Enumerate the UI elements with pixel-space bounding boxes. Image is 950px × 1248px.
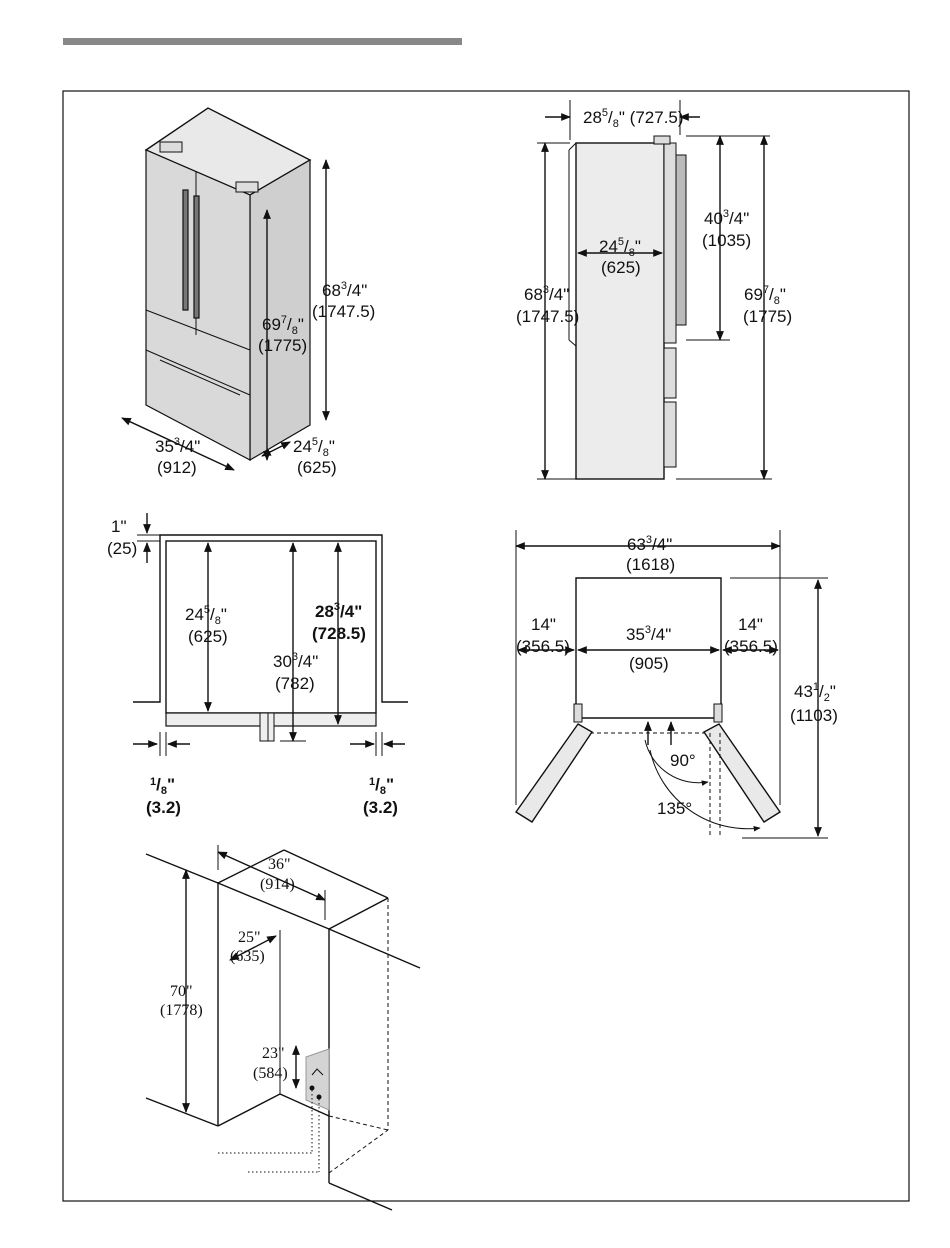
swing-overall-width-label: 633/4" <box>627 534 672 554</box>
right-door-handle <box>193 195 200 319</box>
install-depth-metric: (635) <box>230 948 265 965</box>
top-side-gap-right-label: 1/8" <box>369 775 394 797</box>
install-depth-label: 25" <box>238 929 261 946</box>
swing-right-clearance-metric: (356.5) <box>724 637 778 656</box>
side-cabinet-depth-label: 245/8" <box>599 236 641 259</box>
door-swing-view: 633/4" (1618) 14" (356.5) 353/4" (905) 1… <box>515 530 838 839</box>
installation-view: 36" (914) 25" (635) 70" (1778) 23" (584) <box>145 845 421 1211</box>
top-cabinet-depth-label: 245/8" <box>185 604 227 627</box>
fridge-side <box>249 158 311 462</box>
swing-overall-width-metric: (1618) <box>626 555 675 574</box>
side-view: 285/8" (727.5) 245/8" (625) 403/4" (1035… <box>516 100 792 480</box>
install-height-metric: (1778) <box>160 1002 203 1019</box>
front-depth-metric: (625) <box>297 458 337 477</box>
fraction-slash: / <box>347 281 352 300</box>
right-door-open <box>702 723 781 823</box>
swing-width-label: 353/4" <box>626 624 671 644</box>
side-height-metric: (1747.5) <box>516 307 579 326</box>
install-width-metric: (914) <box>260 876 295 893</box>
top-depth-door-metric: (728.5) <box>312 624 366 643</box>
swing-left-clearance-label: 14" <box>531 615 556 634</box>
top-overall-depth-label: 303/4" <box>273 651 318 671</box>
front-width-label: 353/4" <box>155 436 200 456</box>
side-door-height-label: 403/4" <box>704 208 749 228</box>
header-rule <box>63 38 462 45</box>
install-height-label: 70" <box>170 983 193 1000</box>
swing-angle-90: 90° <box>670 751 696 770</box>
swing-right-clearance-label: 14" <box>738 615 763 634</box>
swing-angle-135: 135° <box>657 799 692 818</box>
top-side-gap-left-label: 1/8" <box>150 775 175 797</box>
side-cabinet-depth-metric: (625) <box>601 258 641 277</box>
front-width-metric: (912) <box>157 458 197 477</box>
side-height-label: 683/4" <box>524 284 569 304</box>
top-overall-depth-metric: (782) <box>275 674 315 693</box>
swing-depth-label: 431/2" <box>794 681 836 704</box>
front-view: 683/4" (1747.5) 697/8" (1775) 353/4" (91… <box>121 107 375 477</box>
front-door-height-metric: (1775) <box>258 336 307 355</box>
left-door-handle <box>182 189 189 311</box>
front-depth-label: 245/8" <box>293 436 335 459</box>
front-height-label: 683/4" <box>322 280 367 300</box>
top-view: 1" (25) 245/8" (625) 303/4" (782) 283/4"… <box>107 513 408 817</box>
install-water-label: 23" <box>262 1045 285 1062</box>
diagram-frame <box>62 90 910 1202</box>
top-side-gap-left-metric: (3.2) <box>146 798 181 817</box>
left-door-open <box>515 723 593 823</box>
water-supply-area <box>305 1048 330 1111</box>
top-rear-gap-metric: (25) <box>107 539 137 558</box>
swing-depth-metric: (1103) <box>790 706 838 725</box>
side-door-height-metric: (1035) <box>702 231 751 250</box>
swing-width-metric: (905) <box>629 654 669 673</box>
side-total-height-label: 697/8" <box>744 284 786 307</box>
swing-left-clearance-metric: (356.5) <box>516 637 570 656</box>
top-depth-door-label: 283/4" <box>315 601 362 621</box>
top-side-gap-right-metric: (3.2) <box>363 798 398 817</box>
side-depth-top-label: 285/8" (727.5) <box>583 107 684 130</box>
install-water-metric: (584) <box>253 1065 288 1082</box>
install-width-label: 36" <box>268 856 291 873</box>
side-cabinet <box>575 142 665 480</box>
side-total-height-metric: (1775) <box>743 307 792 326</box>
front-door-height-label: 697/8" <box>262 314 304 337</box>
top-rear-gap-label: 1" <box>111 517 127 536</box>
top-cabinet-depth-metric: (625) <box>188 627 228 646</box>
front-height-metric: (1747.5) <box>312 302 375 321</box>
